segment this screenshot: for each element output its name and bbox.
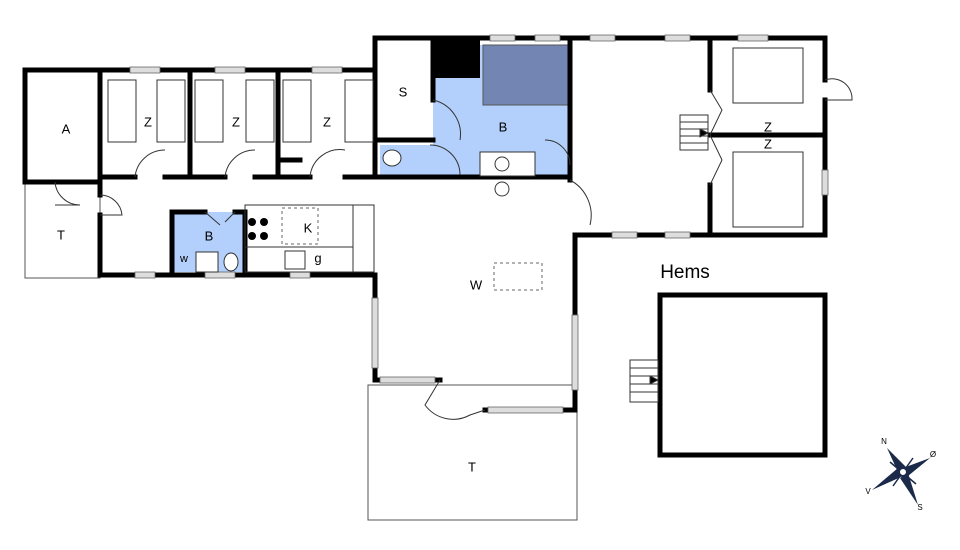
room-label-t-bottom: T bbox=[468, 459, 476, 474]
small-bath-toilet bbox=[223, 252, 239, 272]
sink-bowl bbox=[494, 156, 510, 172]
beds bbox=[107, 47, 804, 228]
room-label-a: A bbox=[62, 121, 71, 136]
small-bath-sink bbox=[195, 251, 219, 273]
stairs-upper bbox=[679, 114, 710, 151]
room-label-b-large: B bbox=[499, 119, 508, 134]
kitchen-counter bbox=[244, 204, 354, 248]
windows bbox=[129, 34, 829, 414]
compass-rose-icon: N Ø V S bbox=[865, 437, 936, 512]
kitchen-island bbox=[281, 207, 319, 245]
stove-icon bbox=[248, 218, 268, 240]
room-label-w-small: w bbox=[179, 253, 188, 265]
dark-shaft bbox=[433, 40, 480, 78]
room-label-s: S bbox=[399, 84, 408, 99]
stairs-hems bbox=[629, 359, 660, 403]
dining-table bbox=[493, 262, 543, 291]
terrace-bottom bbox=[367, 384, 578, 521]
room-label-k: K bbox=[304, 220, 313, 235]
doors bbox=[54, 78, 853, 420]
toilet bbox=[382, 149, 402, 167]
room-label-z1: Z bbox=[144, 114, 152, 129]
column bbox=[494, 181, 510, 197]
room-label-z3: Z bbox=[323, 114, 331, 129]
compass-s: S bbox=[917, 503, 922, 512]
fridge-column bbox=[352, 204, 375, 273]
walls bbox=[22, 35, 828, 458]
room-label-t-left: T bbox=[57, 227, 65, 242]
room-label-hems: Hems bbox=[660, 262, 710, 283]
compass-e: Ø bbox=[930, 450, 936, 459]
kitchen-sink bbox=[284, 250, 306, 270]
compass-w: V bbox=[865, 487, 871, 496]
room-label-w-main: W bbox=[470, 277, 483, 292]
room-label-g: g bbox=[314, 250, 321, 265]
room-label-z5: Z bbox=[764, 136, 772, 151]
room-label-z4: Z bbox=[764, 119, 772, 134]
room-label-b-small: B bbox=[205, 228, 214, 243]
room-label-z2: Z bbox=[232, 114, 240, 129]
shower-fixture bbox=[482, 44, 570, 106]
compass-n: N bbox=[881, 437, 887, 446]
